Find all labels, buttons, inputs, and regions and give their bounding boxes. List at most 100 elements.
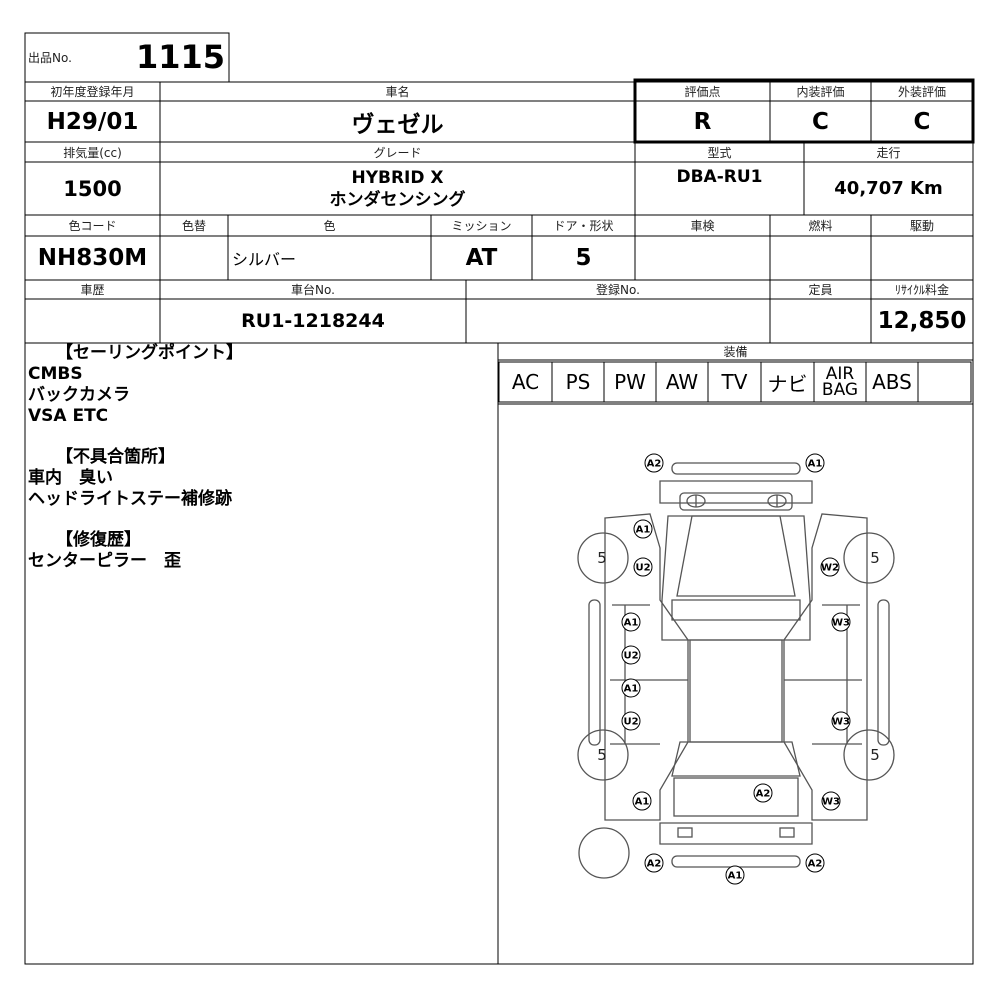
grade-value: HYBRID X ホンダセンシング (160, 164, 635, 214)
damage-mark: A1 (621, 612, 641, 632)
fuel-label: 燃料 (808, 219, 833, 233)
svg-text:W3: W3 (832, 618, 850, 629)
damage-mark: U2 (621, 645, 641, 665)
svg-text:A2: A2 (808, 859, 823, 870)
equipment-ac: AC (511, 370, 540, 394)
color-change-label: 色替 (181, 219, 206, 233)
recycle-fee-value: 12,850 (877, 308, 967, 334)
mileage-value: 40,707 Km (834, 178, 943, 199)
damage-mark: U2 (621, 711, 641, 731)
equipment-label: 装備 (723, 345, 748, 359)
interior-grade-value: C (812, 108, 829, 135)
equipment-tv: TV (721, 370, 748, 394)
damage-mark: W3 (831, 711, 851, 731)
damage-mark: W3 (831, 612, 851, 632)
tire-depth-front-right: 5 (870, 549, 880, 567)
svg-text:A2: A2 (756, 789, 771, 800)
grade-line-2: ホンダセンシング (329, 190, 466, 210)
airbag-line-1: AIR (825, 364, 855, 384)
defect-item: ヘッドライトステー補修跡 (28, 489, 232, 509)
model-code-value: DBA-RU1 (676, 167, 763, 187)
score-label: 評価点 (684, 85, 721, 99)
equipment-airbag: AIR BAG (814, 362, 866, 402)
color-code-value: NH830M (37, 245, 148, 271)
displacement-label: 排気量(cc) (63, 145, 122, 160)
tire-depth-rear-left: 5 (597, 746, 607, 764)
registration-number-label: 登録No. (596, 283, 640, 297)
damage-mark: A1 (633, 519, 653, 539)
selling-points-heading: 【セーリングポイント】 (56, 343, 243, 363)
lot-number-value: 1115 (135, 38, 225, 76)
damage-mark: A1 (621, 678, 641, 698)
repair-item: センターピラー 歪 (28, 551, 181, 571)
damage-mark: W3 (821, 791, 841, 811)
damage-mark: A1 (805, 453, 825, 473)
color-value: シルバー (232, 250, 297, 269)
damage-mark: A2 (644, 853, 664, 873)
repair-history-heading: 【修復歴】 (56, 530, 141, 550)
car-outline (577, 462, 895, 879)
grade-line-1: HYBRID X (351, 168, 444, 188)
color-label: 色 (323, 219, 336, 233)
equipment-aw: AW (665, 370, 699, 394)
airbag-line-2: BAG (821, 380, 859, 400)
door-shape-label: ドア・形状 (553, 219, 614, 233)
interior-grade-label: 内装評価 (796, 85, 845, 99)
inspection-label: 車検 (690, 219, 715, 233)
exterior-grade-label: 外装評価 (897, 85, 946, 99)
equipment-ps: PS (565, 370, 591, 394)
damage-mark: W2 (820, 557, 840, 577)
damage-mark: U2 (633, 557, 653, 577)
svg-text:A2: A2 (647, 459, 662, 470)
car-name-label: 車名 (385, 85, 410, 99)
tire-depth-rear-right: 5 (870, 746, 880, 764)
vehicle-history-label: 車歴 (80, 283, 105, 297)
svg-text:U2: U2 (635, 563, 650, 574)
equipment-pw: PW (614, 370, 646, 394)
svg-text:A1: A1 (635, 797, 650, 808)
remarks-section: 【セーリングポイント】 CMBS バックカメラ VSA ETC 【不具合箇所】 … (28, 343, 498, 572)
door-count-value: 5 (575, 245, 592, 271)
defects-heading: 【不具合箇所】 (56, 447, 175, 467)
lot-number-label: 出品No. (28, 50, 72, 65)
selling-point-item: VSA ETC (28, 406, 109, 426)
svg-text:W2: W2 (821, 563, 839, 574)
svg-text:U2: U2 (623, 717, 638, 728)
capacity-label: 定員 (808, 283, 833, 297)
exterior-grade-value: C (913, 108, 931, 135)
chassis-number-label: 車台No. (291, 283, 335, 297)
svg-text:W3: W3 (832, 717, 850, 728)
transmission-value: AT (465, 245, 498, 271)
recycle-fee-label: ﾘｻｲｸﾙ料金 (894, 283, 949, 297)
mileage-label: 走行 (876, 145, 901, 160)
model-code-label: 型式 (707, 145, 732, 160)
svg-text:A2: A2 (647, 859, 662, 870)
chassis-number-value: RU1-1218244 (241, 310, 385, 332)
drive-label: 駆動 (909, 219, 934, 233)
tire-depth-front-left: 5 (597, 549, 607, 567)
displacement-value: 1500 (63, 176, 122, 201)
svg-text:A1: A1 (624, 618, 639, 629)
svg-text:A1: A1 (636, 525, 651, 536)
svg-text:A1: A1 (808, 459, 823, 470)
damage-mark: A2 (753, 783, 773, 803)
selling-point-item: CMBS (28, 364, 83, 384)
damage-mark: A2 (644, 453, 664, 473)
damage-mark: A1 (725, 865, 745, 885)
first-registration-label: 初年度登録年月 (50, 85, 135, 99)
svg-text:A1: A1 (728, 871, 743, 882)
first-registration-value: H29/01 (46, 108, 139, 135)
color-code-label: 色コード (68, 219, 117, 233)
selling-point-item: バックカメラ (28, 385, 130, 405)
transmission-label: ミッション (451, 219, 512, 233)
svg-text:U2: U2 (623, 651, 638, 662)
equipment-abs: ABS (872, 370, 912, 394)
car-name-value: ヴェゼル (351, 111, 444, 138)
svg-text:A1: A1 (624, 684, 639, 695)
equipment-navi: ナビ (767, 371, 808, 396)
score-value: R (693, 108, 712, 135)
grade-label: グレード (373, 145, 422, 160)
damage-mark: A1 (632, 791, 652, 811)
svg-text:W3: W3 (822, 797, 840, 808)
